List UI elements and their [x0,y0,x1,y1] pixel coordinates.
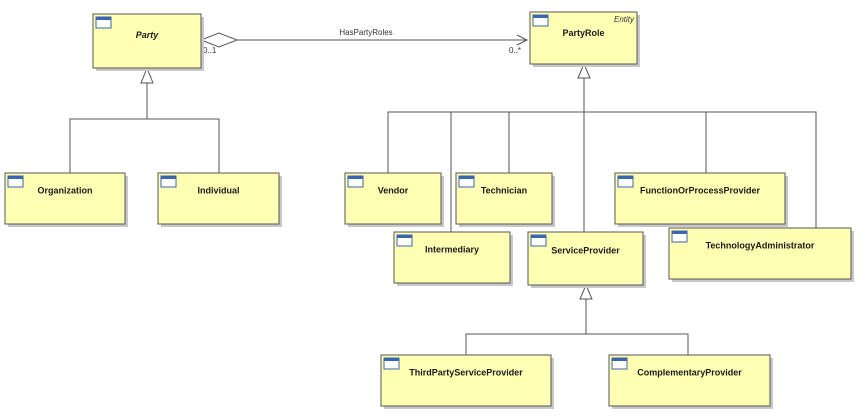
class-individual[interactable]: Individual [157,172,282,227]
class-technician[interactable]: Technician [455,172,555,227]
class-box[interactable] [527,231,644,286]
class-icon [347,175,364,188]
class-functionorprocessprovider[interactable]: FunctionOrProcessProvider [614,172,788,227]
class-technologyadministrator[interactable]: TechnologyAdministrator [668,227,854,282]
class-serviceprovider[interactable]: ServiceProvider [527,231,646,288]
class-name: Organization [37,186,92,196]
edge-functionorprocessprovider-to-partyrole [584,111,707,173]
class-box[interactable] [380,354,552,407]
target-multiplicity: 0..* [509,46,521,55]
class-name: ComplementaryProvider [637,368,742,378]
class-box[interactable] [614,172,786,225]
generalization-partyrole [387,62,817,232]
class-complementaryprovider[interactable]: ComplementaryProvider [608,354,773,409]
class-box[interactable] [157,172,280,225]
class-box[interactable] [393,231,511,284]
generalization-party [69,66,220,173]
generalization-arrow-party [140,66,154,84]
class-name: TechnologyAdministrator [706,241,815,251]
class-name: PartyRole [562,28,604,38]
edge-individual-to-party [147,118,220,173]
association-haspartyroles: HasPartyRoles 0..1 0..* [199,28,529,55]
class-name: Individual [197,186,239,196]
class-icon [611,357,628,370]
class-box[interactable] [608,354,771,407]
navigability-arrow [516,34,529,46]
class-icon [617,175,634,188]
edge-thirdparty-to-serviceprovider [465,299,587,355]
edge-technologyadministrator-to-partyrole [706,111,817,228]
edge-organization-to-party [69,83,148,173]
class-icon [160,175,177,188]
class-icon [532,14,549,27]
edge-complementary-to-serviceprovider [586,333,689,355]
class-stereotype: Entity [614,15,635,24]
generalization-arrow-serviceprovider [579,283,593,300]
aggregation-diamond [199,32,239,48]
generalization-arrow-partyrole [577,62,591,79]
class-icon [530,234,547,247]
class-name: Technician [481,186,527,196]
class-icon [671,230,688,243]
source-multiplicity: 0..1 [203,46,217,55]
class-icon [458,175,475,188]
class-organization[interactable]: Organization [4,172,128,227]
class-icon [95,16,112,29]
class-name: Party [136,30,160,40]
association-name: HasPartyRoles [339,28,392,37]
class-box[interactable] [4,172,126,225]
generalization-serviceprovider [465,283,689,355]
class-name: ServiceProvider [551,246,620,256]
class-vendor[interactable]: Vendor [344,172,444,227]
class-party[interactable]: Party [92,13,204,71]
class-name: Intermediary [425,245,479,255]
class-box[interactable] [668,227,852,280]
class-name: ThirdPartyServiceProvider [409,368,523,378]
class-thirdpartyserviceprovider[interactable]: ThirdPartyServiceProvider [380,354,554,409]
class-icon [7,175,24,188]
class-name: Vendor [378,186,409,196]
class-box[interactable] [92,13,202,69]
class-icon [396,234,413,247]
class-name: FunctionOrProcessProvider [640,186,761,196]
edge-vendor-to-partyrole [387,111,584,173]
class-icon [383,357,400,370]
class-intermediary[interactable]: Intermediary [393,231,513,286]
